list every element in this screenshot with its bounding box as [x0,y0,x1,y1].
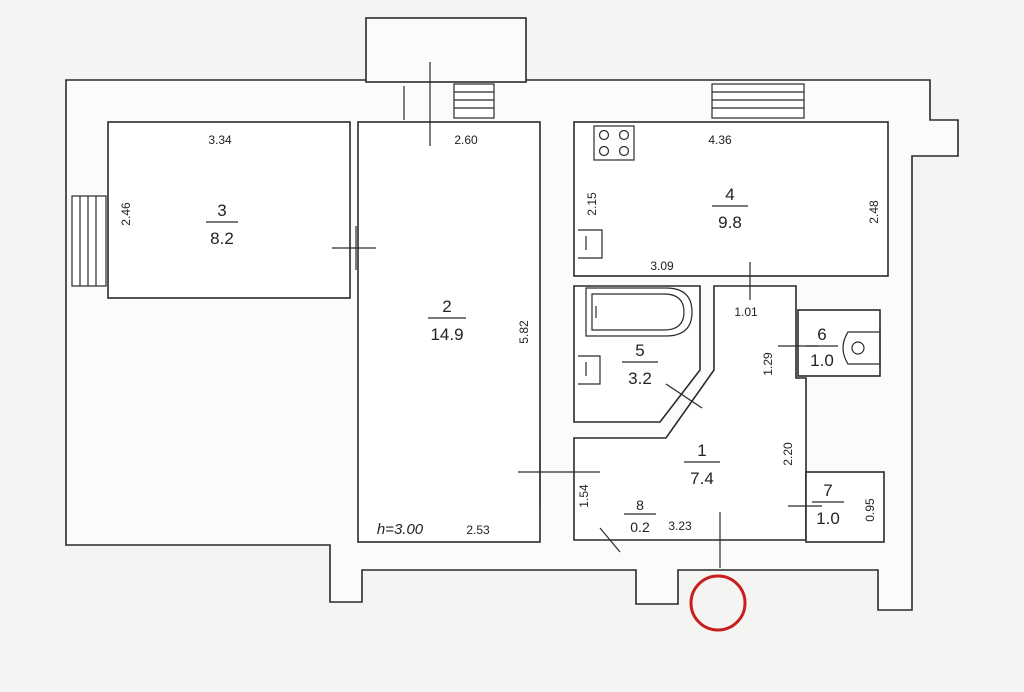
bathtub-icon [585,287,693,337]
sink-icon [578,355,601,385]
room-7-area: 1.0 [816,509,840,528]
dim-hall-bottom: 3.23 [668,519,692,533]
door-marks [332,62,822,568]
window-top-middle [453,83,495,119]
dim-room2-depth: 5.82 [517,320,531,344]
stove-icon [593,125,635,161]
room-3 [107,121,351,299]
room-1-number: 1 [697,441,706,460]
dim-hall-left: 1.54 [577,484,591,508]
dim-wc-height: 1.29 [761,352,775,376]
room-4-area: 9.8 [718,213,742,232]
dim-room4-right: 2.48 [867,200,881,224]
dim-closet-height: 0.95 [863,498,877,522]
dim-room4-width: 4.36 [708,133,732,147]
sink-icon [578,229,603,259]
room-8-number: 8 [636,497,644,513]
dim-room2-bottom: 2.53 [466,523,490,537]
room-1 [573,285,807,541]
room-3-number: 3 [217,201,226,220]
dim-room4-bottom: 3.09 [650,259,674,273]
room-3-area: 8.2 [210,229,234,248]
dim-room4-left: 2.15 [585,192,599,216]
dim-room3-depth: 2.46 [119,202,133,226]
room-1-area: 7.4 [690,469,714,488]
room-5 [573,285,701,423]
dim-room3-width: 3.34 [208,133,232,147]
ceiling-height: h=3.00 [377,521,424,538]
room-2-number: 2 [442,297,451,316]
room-6-number: 6 [817,325,826,344]
room-6 [797,309,881,377]
window-left [71,195,107,287]
room-2 [357,121,541,543]
room-2-area: 14.9 [430,325,463,344]
dim-hall-top: 1.01 [734,305,758,319]
red-circle-marker [689,574,747,632]
window-top-right [711,83,805,119]
toilet-icon [842,331,881,365]
room-8-area: 0.2 [630,519,650,535]
dim-room2-top: 2.60 [454,133,478,147]
room-4-number: 4 [725,185,734,204]
room-7 [805,471,885,543]
dim-hall-right: 2.20 [781,442,795,466]
room-5-number: 5 [635,341,644,360]
room-5-area: 3.2 [628,369,652,388]
room-6-area: 1.0 [810,351,834,370]
room-7-number: 7 [823,481,832,500]
